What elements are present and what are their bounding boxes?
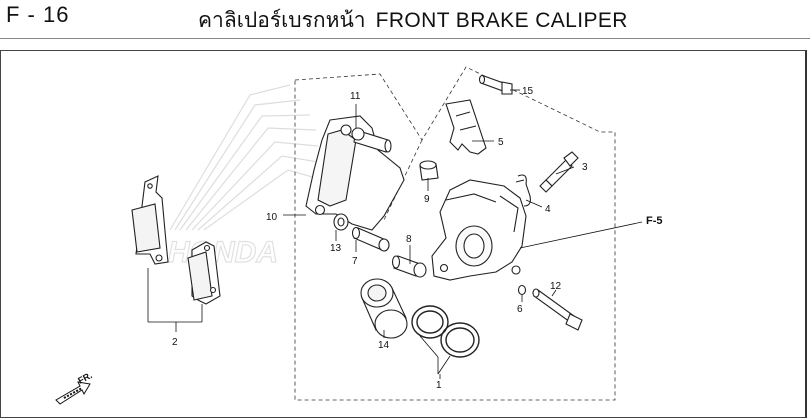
small-oring: [517, 284, 527, 296]
watermark-text: HONDA: [168, 236, 278, 269]
bleed-valve: [539, 151, 579, 193]
bracket-pin: [351, 127, 392, 153]
flange-bolt: [478, 74, 513, 95]
callout-1: 1: [436, 380, 442, 391]
pad-pin: [532, 288, 583, 331]
boot: [333, 213, 349, 231]
callout-6: 6: [517, 304, 523, 315]
callout-2: 2: [172, 337, 178, 348]
brake-pad-outer: [131, 175, 169, 265]
front-direction-label: FR.: [76, 370, 93, 386]
callout-12: 12: [550, 281, 562, 292]
leader-lines: [147, 89, 643, 379]
callout-11: 11: [350, 91, 361, 102]
brake-pad-inner: [187, 241, 221, 305]
header-divider: [0, 38, 810, 39]
callout-10: 10: [266, 212, 278, 223]
caliper-body: [431, 179, 527, 281]
callout-8: 8: [406, 234, 412, 245]
pin-boot: [419, 160, 439, 181]
title-english: FRONT BRAKE CALIPER: [375, 9, 628, 32]
pad-retainer: [445, 99, 487, 155]
front-direction-arrow: FR.: [55, 370, 94, 405]
callout-14: 14: [378, 340, 390, 351]
callout-labels: 1 2 3 4 5 6 7 8 9 10 11 12 13 14 15 F-5: [172, 86, 663, 391]
wing-emblem: [169, 84, 319, 231]
pad-spring: [515, 174, 531, 207]
callout-7: 7: [352, 256, 358, 267]
page-title: คาลิเปอร์เบรกหน้า FRONT BRAKE CALIPER: [198, 4, 628, 37]
piston: [360, 278, 408, 339]
section-code: F - 16: [6, 2, 70, 27]
callout-13: 13: [330, 243, 342, 254]
callout-9: 9: [424, 194, 430, 205]
honda-watermark: HONDA: [167, 84, 319, 270]
pin-bolt: [351, 226, 390, 252]
diagram-frame: [0, 50, 807, 418]
callout-4: 4: [545, 204, 551, 215]
callout-3: 3: [582, 162, 588, 173]
callout-15: 15: [522, 86, 534, 97]
title-thai: คาลิเปอร์เบรกหน้า: [198, 9, 366, 32]
slide-pin: [391, 255, 427, 278]
callout-5: 5: [498, 137, 504, 148]
piston-seal-set: [411, 305, 480, 358]
reference-f5: F-5: [646, 215, 663, 227]
